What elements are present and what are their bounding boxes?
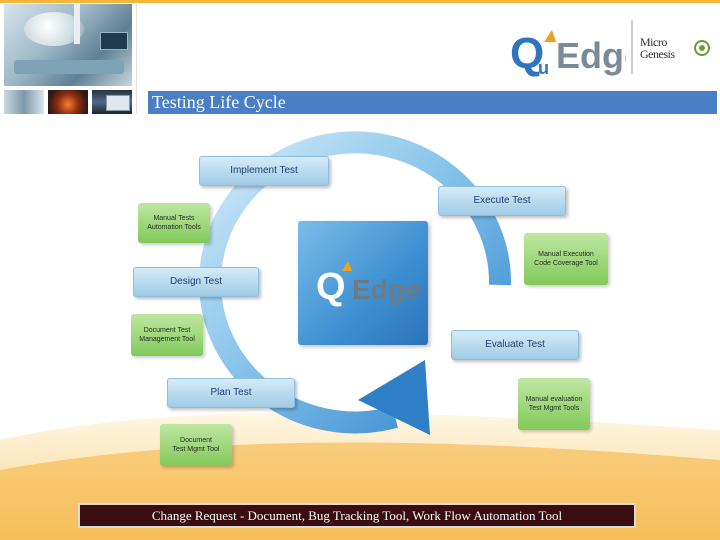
tool-label: Manual evaluation (525, 396, 583, 403)
partner-logo-line2: Genesis (640, 47, 675, 61)
logo-letter-q: Q (510, 29, 544, 78)
page-title: Testing Life Cycle (152, 92, 286, 112)
tools-box-execute: Manual Execution Code Coverage Tool (524, 233, 608, 285)
top-accent-line (0, 0, 720, 3)
monitor-shape (106, 95, 130, 111)
quedge-logo: Q u Edge (510, 29, 626, 78)
stage-box-execute: Execute Test (438, 186, 566, 216)
thumbnail-photo-1 (4, 90, 44, 114)
tool-label: Document (180, 437, 212, 444)
stage-box-design: Design Test (133, 267, 259, 297)
table-shape (14, 60, 124, 74)
monitor-shape (100, 32, 128, 50)
center-logo-letter-q: Q (316, 266, 346, 308)
tool-label: Test Mgmt Tools (528, 405, 580, 412)
center-quedge-logo: Q Edge (316, 261, 420, 308)
tool-label: Document Test (143, 327, 191, 334)
tool-label: Manual Execution (538, 251, 594, 258)
cycle-arrowhead (358, 360, 430, 435)
tool-label: Test Mgmt Tool (172, 446, 220, 453)
tool-label: Code Coverage Tool (534, 260, 598, 267)
tool-label: Manual Tests (153, 215, 195, 222)
stage-box-plan: Plan Test (167, 378, 295, 408)
tool-label: Automation Tools (147, 224, 201, 231)
title-bar (148, 91, 717, 114)
lamp-arm-shape (74, 4, 80, 44)
thumbnail-photo-2 (48, 90, 88, 114)
logo-edge-text: Edge (556, 35, 626, 76)
footer-bar (78, 503, 636, 528)
center-logo-edge-text: Edge (352, 274, 420, 305)
thumbnail-photo-3 (92, 90, 132, 114)
header-divider (136, 4, 137, 114)
operating-room-photo (4, 4, 132, 86)
stage-box-implement: Implement Test (199, 156, 329, 186)
tools-box-evaluate: Manual evaluation Test Mgmt Tools (518, 378, 590, 430)
logo-letter-u: u (538, 58, 549, 78)
swirl-icon (694, 40, 710, 56)
tools-box-implement: Manual Tests Automation Tools (138, 203, 210, 243)
footer-text: Change Request - Document, Bug Tracking … (151, 508, 563, 523)
microgenesis-logo: Micro Genesis (640, 36, 714, 66)
tools-box-design: Document Test Management Tool (131, 314, 203, 356)
tool-label: Management Tool (139, 336, 195, 343)
partner-logo-line1: Micro (640, 35, 667, 49)
logo-separator (631, 20, 633, 74)
center-logo-tile: Q Edge (298, 221, 428, 345)
tools-box-plan: Document Test Mgmt Tool (160, 424, 232, 466)
logo-flame-icon (544, 30, 556, 42)
center-logo-flame-icon (342, 261, 352, 271)
stage-box-evaluate: Evaluate Test (451, 330, 579, 360)
